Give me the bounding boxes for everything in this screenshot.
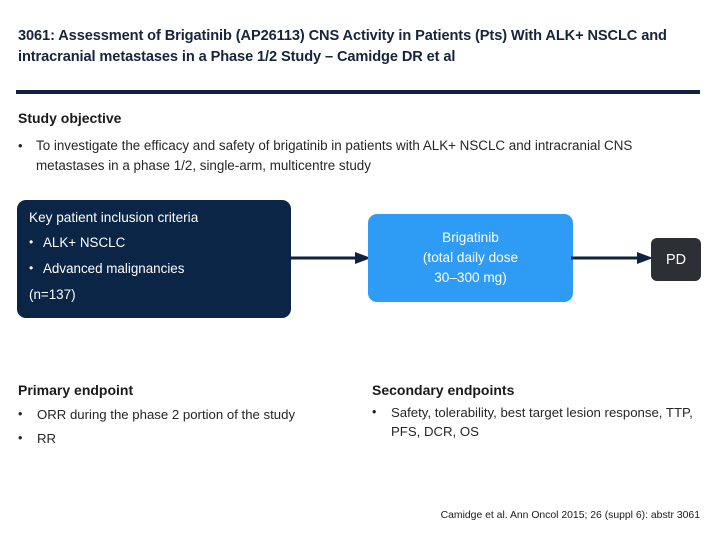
inclusion-criteria-item: • ALK+ NSCLC — [29, 233, 279, 253]
secondary-endpoints-heading: Secondary endpoints — [372, 382, 515, 398]
inclusion-criteria-box: Key patient inclusion criteria • ALK+ NS… — [17, 200, 291, 318]
primary-endpoint-heading: Primary endpoint — [18, 382, 134, 398]
treatment-box: Brigatinib (total daily dose 30–300 mg) — [368, 214, 573, 302]
list-item: • RR — [18, 429, 364, 448]
list-item-label: Safety, tolerability, best target lesion… — [391, 405, 693, 440]
inclusion-criteria-item-label: Advanced malignancies — [43, 260, 185, 276]
page-title: 3061: Assessment of Brigatinib (AP26113)… — [18, 28, 667, 65]
study-objective-heading: Study objective — [18, 110, 122, 126]
primary-endpoint-list: • ORR during the phase 2 portion of the … — [18, 405, 364, 453]
study-objective-bullet: • To investigate the efficacy and safety… — [18, 136, 658, 176]
outcome-box-pd: PD — [651, 238, 701, 281]
inclusion-criteria-item-label: ALK+ NSCLC — [43, 235, 126, 251]
treatment-dose-line-1: (total daily dose — [422, 250, 519, 266]
flow-arrow-right-icon — [289, 252, 371, 264]
bullet-marker-icon: • — [29, 260, 34, 275]
list-item-label: ORR during the phase 2 portion of the st… — [37, 407, 296, 422]
list-item: • Safety, tolerability, best target lesi… — [372, 403, 702, 441]
treatment-label: Brigatinib (total daily dose 30–300 mg) — [423, 228, 518, 287]
citation-text: Camidge et al. Ann Oncol 2015; 26 (suppl… — [440, 510, 700, 521]
bullet-marker-icon: • — [18, 138, 23, 153]
bullet-marker-icon: • — [372, 405, 377, 419]
title-divider — [16, 90, 700, 94]
bullet-marker-icon: • — [18, 407, 23, 421]
study-objective-text: To investigate the efficacy and safety o… — [36, 138, 633, 174]
secondary-endpoints-list: • Safety, tolerability, best target lesi… — [372, 403, 702, 446]
inclusion-criteria-heading: Key patient inclusion criteria — [29, 210, 199, 225]
inclusion-criteria-item: • Advanced malignancies — [29, 259, 279, 279]
bullet-marker-icon: • — [18, 431, 23, 446]
list-item: • ORR during the phase 2 portion of the … — [18, 405, 364, 424]
list-item-label: RR — [37, 431, 57, 447]
inclusion-patient-count: (n=137) — [29, 286, 76, 302]
treatment-drug-name: Brigatinib — [442, 230, 499, 246]
outcome-label: PD — [666, 251, 686, 268]
treatment-dose-line-2: 30–300 mg) — [434, 269, 507, 285]
bullet-marker-icon: • — [29, 235, 34, 250]
flow-arrow-right-icon — [571, 252, 653, 264]
